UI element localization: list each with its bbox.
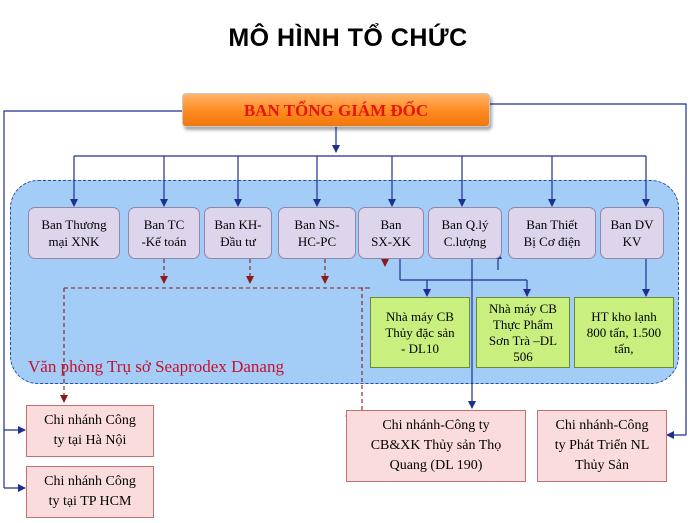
dept-hr: Ban NS- HC-PC — [278, 207, 356, 259]
dept-planning: Ban KH- Đầu tư — [204, 207, 272, 259]
dept-production: Ban SX-XK — [358, 207, 424, 259]
branch-hanoi: Chi nhánh Công ty tại Hà Nội — [26, 405, 154, 457]
branch-tho-quang: Chi nhánh-Công ty CB&XK Thủy sản Thọ Qua… — [346, 410, 526, 482]
dept-services: Ban DV KV — [600, 207, 664, 259]
ceo-left-loop — [3, 110, 182, 488]
dashed-to-thoquang-branch — [345, 287, 370, 420]
branch-hcm: Chi nhánh Công ty tại TP HCM — [26, 466, 154, 518]
dept-finance: Ban TC -Kế toán — [128, 207, 200, 259]
office-label: Văn phòng Trụ sở Seaprodex Danang — [28, 357, 284, 376]
dept-equipment: Ban Thiết Bị Cơ điện — [508, 207, 596, 259]
cold-storage: HT kho lạnh 800 tấn, 1.500 tấn, — [574, 297, 674, 368]
ceo-right-loop — [490, 103, 687, 435]
branch-development: Chi nhánh-Công ty Phát Triển NL Thủy Sản — [537, 410, 667, 482]
ceo-box: BAN TỔNG GIÁM ĐỐC — [182, 93, 490, 127]
dept-trade: Ban Thương mại XNK — [28, 207, 120, 259]
page-title: MÔ HÌNH TỔ CHỨC — [228, 24, 468, 52]
factory-dl506: Nhà máy CB Thực Phẩm Sơn Trà –DL 506 — [476, 297, 570, 368]
factory-dl10: Nhà máy CB Thủy đặc sản - DL10 — [370, 297, 470, 368]
dept-quality: Ban Q.lý C.lượng — [428, 207, 502, 259]
